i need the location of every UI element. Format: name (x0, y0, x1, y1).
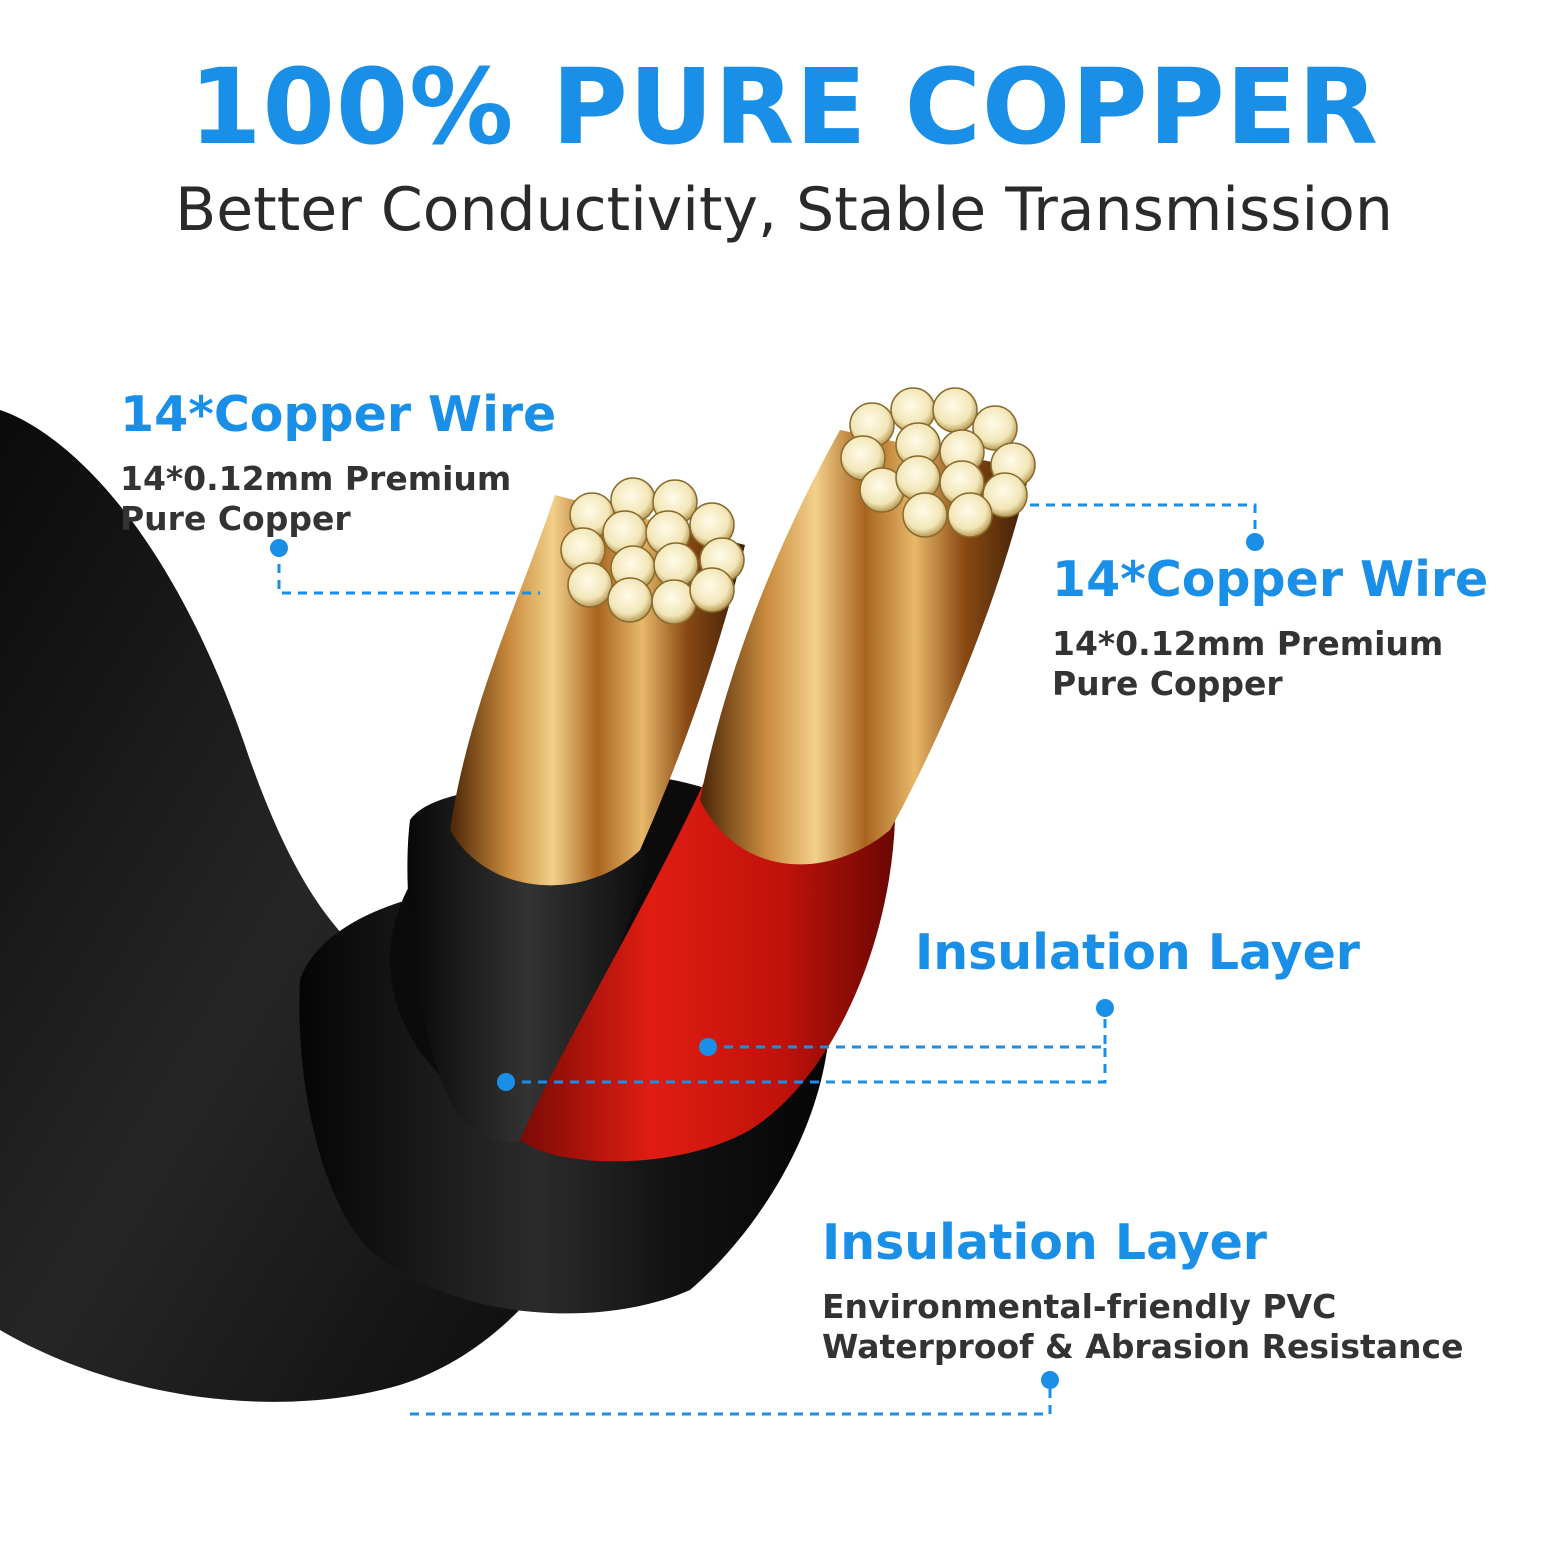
callout-inner-insulation: Insulation Layer (915, 928, 1360, 977)
callout-outer-insulation: Insulation Layer Environmental-friendly … (822, 1218, 1463, 1366)
inner-insulation-leader-red (708, 1010, 1107, 1049)
right-strand-ends (840, 387, 1036, 538)
callout-title: Insulation Layer (915, 924, 1360, 981)
callout-dots (270, 533, 1264, 1389)
callout-right-wire: 14*Copper Wire 14*0.12mm Premium Pure Co… (1052, 555, 1488, 703)
callout-desc-line2: Pure Copper (120, 498, 351, 538)
inner-insulation-leader-black (506, 1047, 1107, 1084)
callout-title: 14*Copper Wire (1052, 551, 1489, 608)
right-copper-bundle (700, 430, 1030, 865)
callout-desc-line2: Pure Copper (1052, 663, 1283, 703)
left-wire-leader (277, 548, 540, 595)
callout-left-wire: 14*Copper Wire 14*0.12mm Premium Pure Co… (120, 390, 556, 538)
callout-title: Insulation Layer (822, 1214, 1267, 1271)
callout-desc-line2: Waterproof & Abrasion Resistance (822, 1326, 1464, 1366)
callout-lines (277, 503, 1257, 1416)
outer-insulation-leader (410, 1382, 1052, 1416)
subheadline: Better Conductivity, Stable Transmission (175, 175, 1393, 245)
callout-desc-line1: 14*0.12mm Premium (1052, 624, 1444, 663)
right-wire-leader (1030, 503, 1257, 540)
callout-desc-line1: Environmental-friendly PVC (822, 1287, 1337, 1326)
headline: 100% PURE COPPER (189, 46, 1379, 168)
callout-title: 14*Copper Wire (120, 386, 557, 443)
callout-desc-line1: 14*0.12mm Premium (120, 459, 512, 498)
left-strand-ends (560, 477, 745, 625)
red-insulation (520, 770, 895, 1162)
